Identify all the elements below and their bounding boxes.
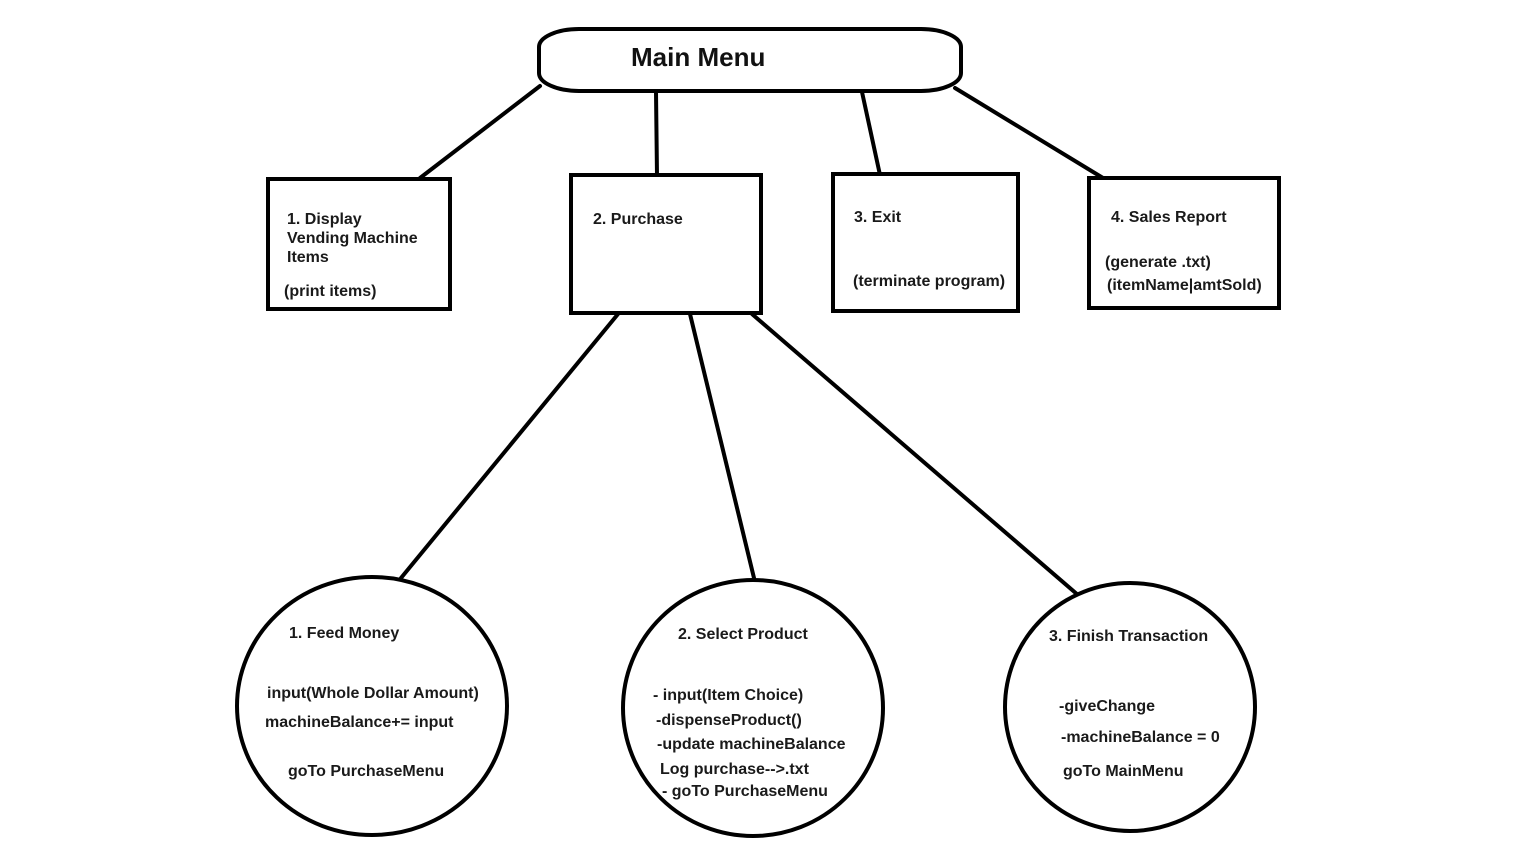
select-product-circle xyxy=(621,578,885,838)
feed-money-line-1: input(Whole Dollar Amount) xyxy=(267,685,479,702)
exit-note: (terminate program) xyxy=(853,273,1006,290)
connector-purchase-to-select-product xyxy=(688,312,756,580)
main-menu-title: Main Menu xyxy=(631,42,766,72)
sales-report-box xyxy=(1087,176,1281,310)
select-product-heading: 2. Select Product xyxy=(678,626,808,643)
finish-transaction-heading: 3. Finish Transaction xyxy=(1049,628,1209,645)
finish-transaction-line-3: goTo MainMenu xyxy=(1063,763,1184,780)
feed-money-line-2: machineBalance+= input xyxy=(265,714,454,731)
exit-box xyxy=(831,172,1020,313)
select-product-line-4: Log purchase-->.txt xyxy=(660,761,809,778)
finish-transaction-line-1: -giveChange xyxy=(1059,698,1156,715)
select-product-line-2: -dispenseProduct() xyxy=(656,712,802,729)
purchase-heading: 2. Purchase xyxy=(593,211,683,228)
display-items-heading-line-1: 1. Display xyxy=(287,211,362,228)
finish-transaction-circle xyxy=(1003,581,1257,833)
connector-main-to-purchase xyxy=(654,90,659,178)
display-items-heading-line-3: Items xyxy=(287,249,329,266)
connector-main-to-display xyxy=(418,84,542,180)
sales-report-note-line-1: (generate .txt) xyxy=(1105,254,1211,271)
feed-money-line-3: goTo PurchaseMenu xyxy=(288,763,445,780)
connector-purchase-to-finish-transaction xyxy=(750,312,1080,597)
feed-money-heading: 1. Feed Money xyxy=(289,625,400,642)
sales-report-note-line-2: (itemName|amtSold) xyxy=(1107,277,1262,294)
purchase-box xyxy=(569,173,763,315)
connector-main-to-sales-report xyxy=(953,86,1105,180)
select-product-line-5: - goTo PurchaseMenu xyxy=(662,783,828,800)
exit-heading: 3. Exit xyxy=(854,209,902,226)
display-items-heading-line-2: Vending Machine xyxy=(287,230,418,247)
select-product-line-1: - input(Item Choice) xyxy=(653,687,804,704)
main-menu-node xyxy=(537,27,963,93)
feed-money-circle xyxy=(235,575,509,837)
connector-main-to-exit xyxy=(860,90,882,177)
display-items-box xyxy=(266,177,452,311)
select-product-line-3: -update machineBalance xyxy=(657,736,846,753)
connector-purchase-to-feed-money xyxy=(399,312,620,580)
display-items-note: (print items) xyxy=(284,283,377,300)
sales-report-heading: 4. Sales Report xyxy=(1111,209,1227,226)
finish-transaction-line-2: -machineBalance = 0 xyxy=(1061,729,1220,746)
